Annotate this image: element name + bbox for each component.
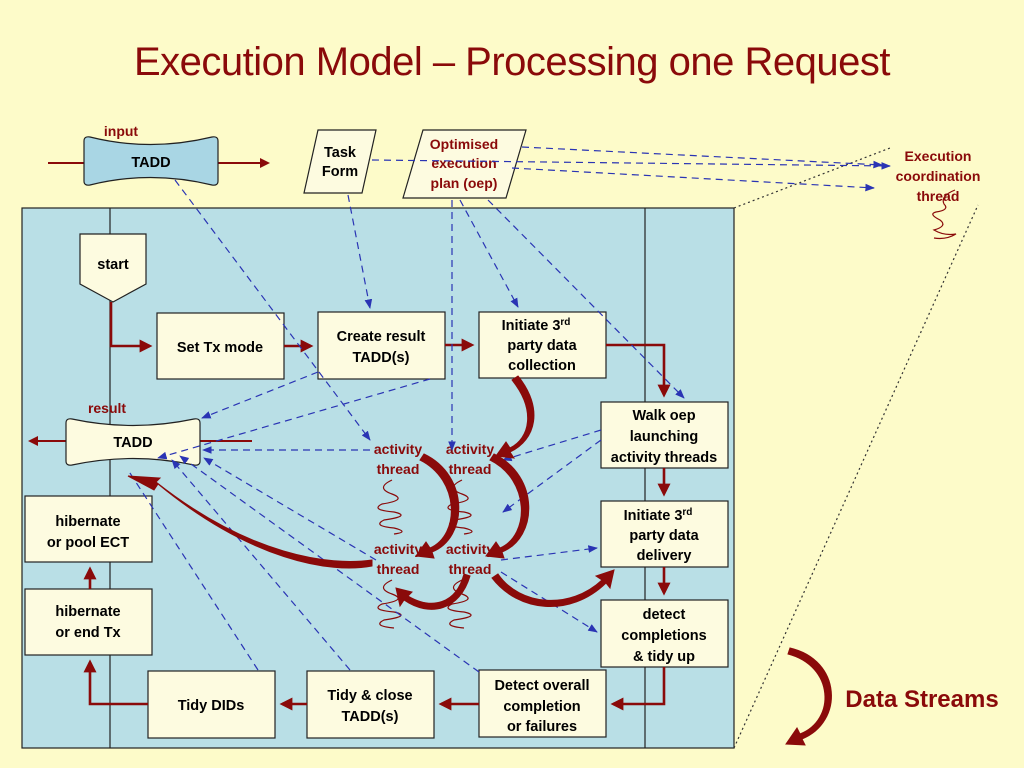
start-label: start (97, 257, 129, 273)
flow-tidydids-to-hibernate-end (83, 659, 148, 706)
initiate-collection-box (478, 311, 607, 379)
flow-initiate-to-walk (606, 343, 671, 398)
dashed-arrow (500, 545, 598, 561)
flow-start-to-settx (109, 302, 153, 353)
initiate-delivery-box (600, 500, 729, 568)
coordination-thread-label: Execution (905, 148, 972, 164)
task-form-label: Task (324, 145, 357, 161)
activity-thread-label: activity (374, 541, 422, 557)
input-tadd-stream (83, 136, 219, 186)
dashed-arrow (502, 439, 602, 513)
page-title: Execution Model – Processing one Request (133, 40, 891, 84)
data-stream-arrow (491, 569, 615, 608)
tidy-dids-box (147, 670, 276, 739)
tidy-close-label: Tidy & close (327, 688, 412, 704)
result-label: result (88, 400, 126, 416)
activity-thread-label: activity (446, 441, 494, 457)
dashed-arrow (487, 199, 685, 399)
walk-oep-label: Walk oep (632, 408, 695, 424)
detect-completions-label: detect (643, 607, 686, 623)
activity-thread-wave (377, 479, 403, 535)
data-streams-legend-label: Data Streams (845, 686, 998, 713)
result-tadd-label: TADD (113, 435, 152, 451)
dashed-arrow (500, 571, 598, 633)
projection-line (733, 147, 891, 209)
activity-thread-label: activity (446, 541, 494, 557)
tidy-close-box (306, 670, 435, 739)
data-stream-arrow (395, 573, 471, 610)
input-label: input (104, 123, 139, 139)
walk-oep-label: activity threads (611, 450, 717, 466)
activity-thread-wave (377, 579, 402, 629)
coordination-thread-wave (932, 189, 957, 240)
activity-thread-label: thread (449, 561, 492, 577)
task-form-label: Form (322, 164, 358, 180)
oep-label: Optimised (430, 136, 498, 152)
flow-detect-to-overall (610, 667, 666, 711)
detect-completions-label: completions (621, 628, 706, 644)
dashed-arrow (371, 159, 891, 170)
tidy-close-label: TADD(s) (342, 709, 399, 725)
data-stream-arrow (485, 453, 530, 559)
detect-completions-box (600, 599, 729, 668)
data-stream-arrow (415, 453, 460, 559)
start-node (79, 233, 147, 303)
dashed-arrow (174, 179, 371, 441)
initiate-delivery-label: delivery (637, 548, 692, 564)
hibernate-pool-label: hibernate (55, 514, 120, 530)
create-result-label: TADD(s) (353, 350, 410, 366)
detect-overall-label: completion (503, 699, 580, 715)
activity-thread-label: thread (449, 461, 492, 477)
initiate-collection-label: Initiate 3rd (502, 317, 571, 334)
activity-thread-wave (447, 479, 473, 535)
initiate-collection-label: collection (508, 358, 576, 374)
detect-overall-label: Detect overall (494, 678, 589, 694)
walk-oep-box (600, 401, 729, 469)
dashed-arrow (511, 167, 875, 192)
oep-label: execution (431, 155, 496, 171)
create-result-label: Create result (337, 329, 426, 345)
create-result-box (317, 311, 446, 380)
activity-thread-label: thread (377, 461, 420, 477)
activity-thread-label: activity (374, 441, 422, 457)
initiate-delivery-label: Initiate 3rd (624, 507, 693, 524)
set-tx-mode-label: Set Tx mode (177, 340, 263, 356)
detect-overall-label: or failures (507, 719, 577, 735)
hibernate-end-box (24, 588, 153, 656)
activity-thread-label: thread (377, 561, 420, 577)
hibernate-pool-label: or pool ECT (47, 535, 129, 551)
dashed-arrow (171, 459, 351, 671)
detect-completions-label: & tidy up (633, 649, 695, 665)
set-tx-mode-box (156, 312, 285, 380)
hibernate-end-label: hibernate (55, 604, 120, 620)
dashed-arrow (521, 146, 883, 169)
dashed-arrow (203, 457, 377, 561)
dashed-arrow (502, 429, 602, 462)
initiate-collection-label: party data (507, 338, 577, 354)
dashed-arrow (127, 469, 259, 671)
projection-line (733, 204, 979, 749)
hibernate-end-label: or end Tx (55, 625, 120, 641)
data-stream-arrow (127, 475, 373, 569)
task-form (303, 129, 377, 194)
oep-label: plan (oep) (431, 175, 498, 191)
walk-oep-label: launching (630, 429, 698, 445)
hibernate-pool-box (24, 495, 153, 563)
optimised-execution-plan (402, 129, 527, 199)
coordination-thread-label: thread (917, 188, 960, 204)
tidy-dids-label: Tidy DIDs (178, 698, 245, 714)
coordination-thread-label: coordination (896, 168, 981, 184)
dashed-arrow (459, 199, 519, 308)
initiate-delivery-label: party data (629, 528, 699, 544)
input-tadd-label: TADD (131, 155, 170, 171)
dashed-arrow (201, 371, 319, 419)
data-stream-arrow (495, 375, 535, 459)
data-streams-legend-icon (785, 647, 832, 746)
